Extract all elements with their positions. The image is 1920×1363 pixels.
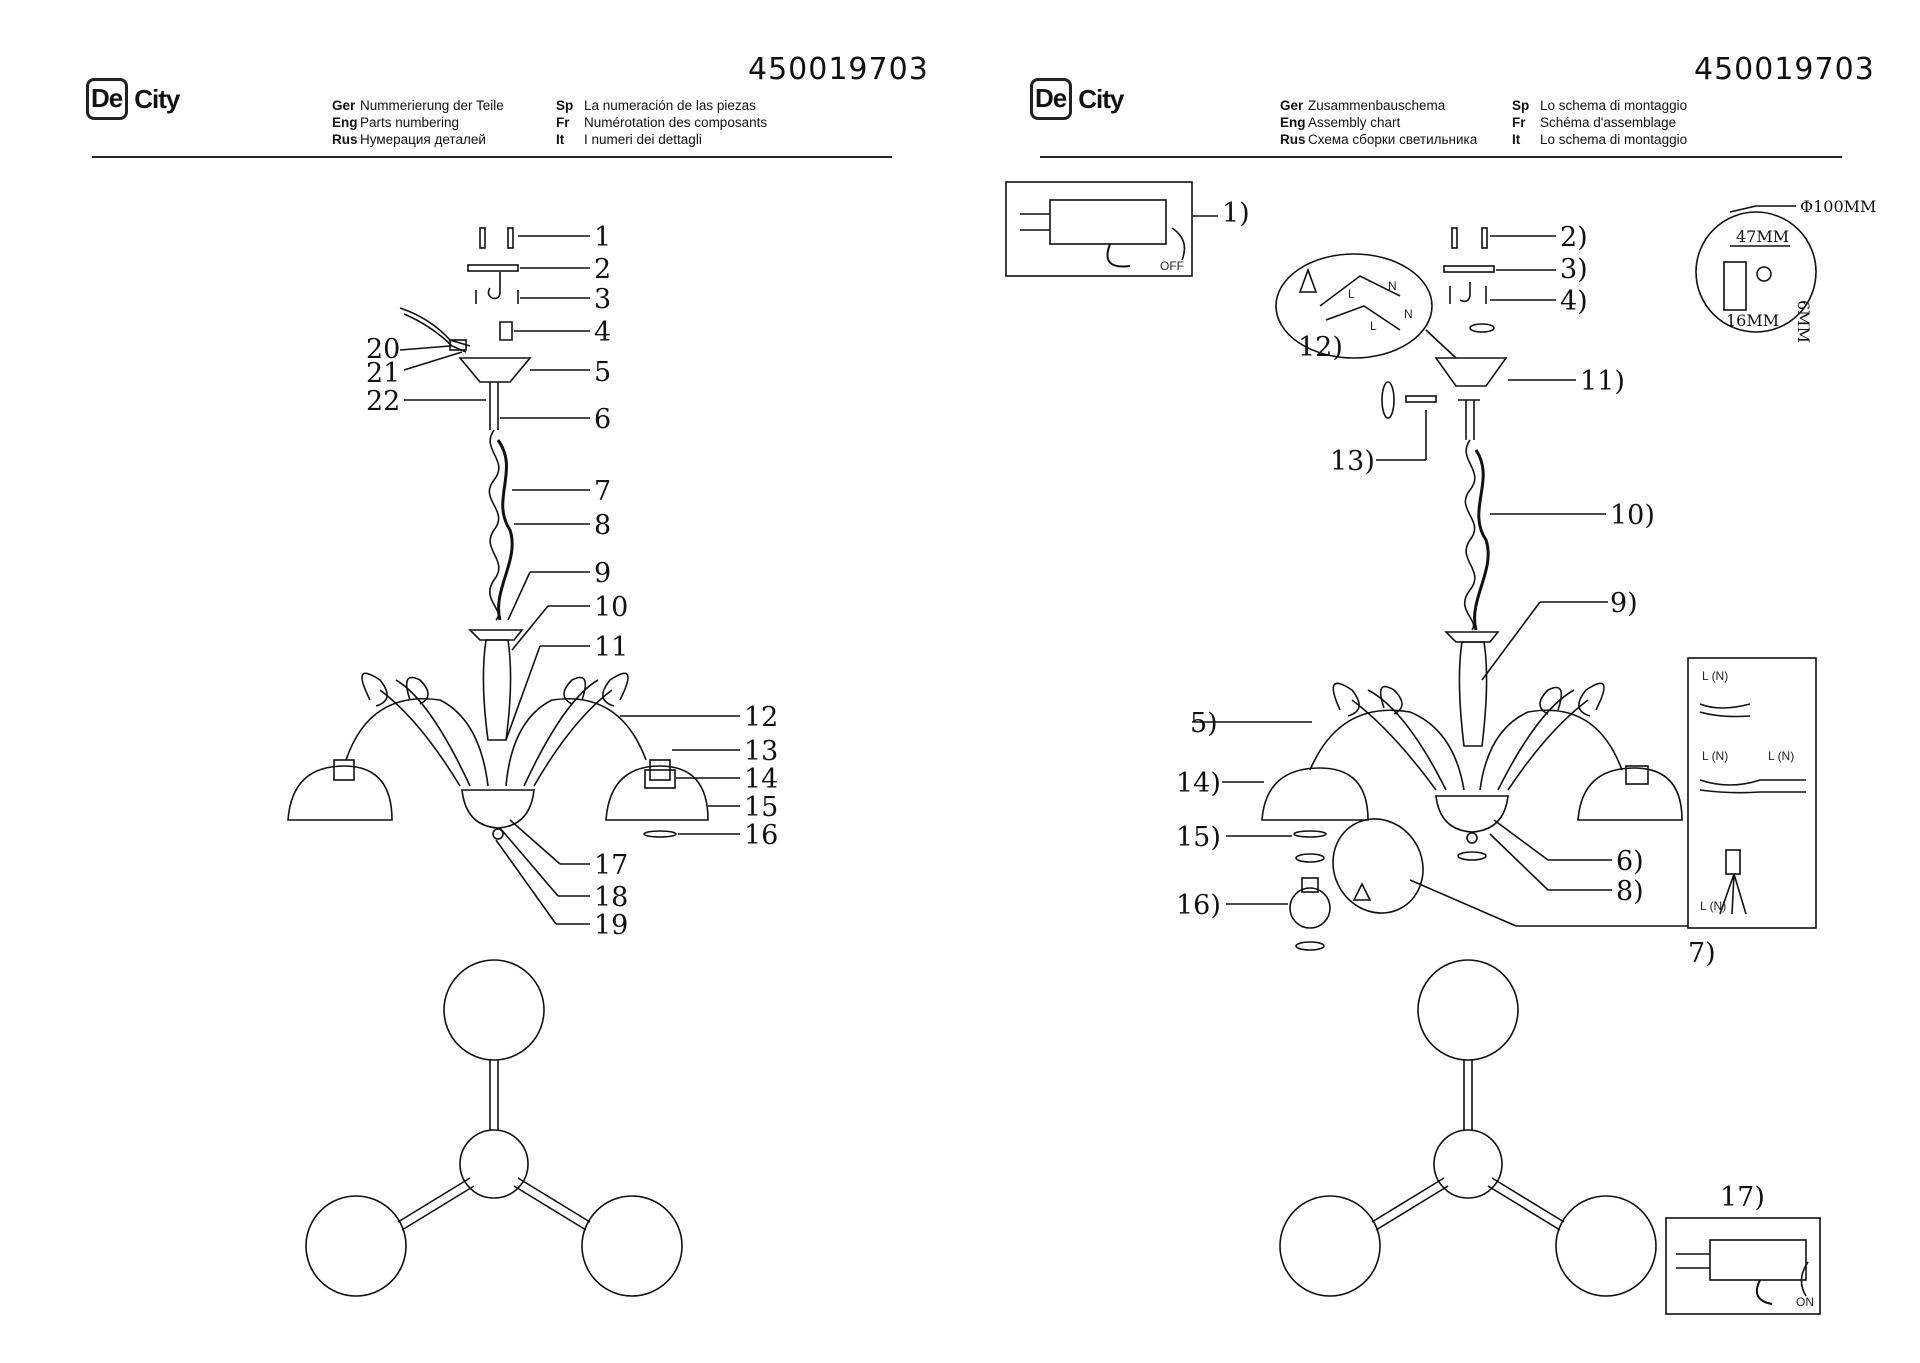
rotate-arrow-icon xyxy=(1171,227,1186,261)
part-label: 21 xyxy=(366,358,400,389)
step-label: 2) xyxy=(1560,222,1588,253)
step-label: 6) xyxy=(1616,846,1644,877)
mounting-plate xyxy=(467,264,519,272)
wiring-letter: L xyxy=(1348,287,1355,301)
step-label: 15) xyxy=(1176,822,1221,853)
part-label: 20 xyxy=(366,334,400,365)
assembly-diagram: 1) 2) 3) 4) 5) 6) 7) 8) 9) 10) 11) 12) 1… xyxy=(1005,181,1876,1315)
wire-connection-inset xyxy=(1687,657,1817,929)
step-label: 4) xyxy=(1560,286,1588,317)
part-label: 19 xyxy=(594,910,628,941)
bottom-dimension: 16MM xyxy=(1726,311,1779,330)
part-label: 3 xyxy=(594,284,611,315)
top-view-circle-top xyxy=(443,959,545,1061)
hook-part xyxy=(487,272,501,300)
wiring-letter: N xyxy=(1404,307,1413,321)
step-label: 10) xyxy=(1610,500,1655,531)
part-label: 4 xyxy=(594,317,611,348)
part-label: 7 xyxy=(594,476,611,507)
part-label: 9 xyxy=(594,558,611,589)
power-on-inset xyxy=(1665,1217,1821,1315)
left-glass-shade xyxy=(287,765,393,821)
center-bowl xyxy=(461,789,535,829)
switch-on-label: ON xyxy=(1796,1295,1814,1309)
part-label: 11 xyxy=(594,632,628,663)
part-label: 10 xyxy=(594,592,628,623)
wire-label: L (N) xyxy=(1700,899,1726,913)
side-dimension: 6MM xyxy=(1794,300,1813,343)
step-label: 11) xyxy=(1580,366,1625,397)
clip-part xyxy=(507,227,514,249)
wire-label: L (N) xyxy=(1702,749,1728,763)
width-dimension: 47MM xyxy=(1736,227,1789,246)
wiring-letter: L xyxy=(1370,319,1377,333)
step-label: 8) xyxy=(1616,876,1644,907)
part-label: 17 xyxy=(594,850,628,881)
right-glass-shade xyxy=(605,765,709,821)
step-label: 17) xyxy=(1720,1182,1765,1213)
step-label: 14) xyxy=(1176,768,1221,799)
left-arm xyxy=(345,698,489,787)
part-label: 15 xyxy=(744,792,778,823)
chain xyxy=(488,429,500,621)
part-label: 1 xyxy=(594,222,611,253)
step-label: 7) xyxy=(1688,938,1716,969)
part-label: 5 xyxy=(594,357,611,388)
step-label: 1) xyxy=(1222,198,1250,229)
warning-triangle-icon xyxy=(1298,267,1318,293)
light-bulb-icon xyxy=(1289,887,1331,929)
part-label: 13 xyxy=(744,736,778,767)
power-off-inset xyxy=(1005,181,1193,277)
switch-off-label: OFF xyxy=(1160,259,1184,273)
part-label: 12 xyxy=(744,702,778,733)
part-label: 2 xyxy=(594,254,611,285)
part-label: 22 xyxy=(366,386,400,417)
document-number: 450019703 xyxy=(748,52,929,87)
step-label: 13) xyxy=(1330,446,1375,477)
document-number: 450019703 xyxy=(1694,52,1875,87)
ground-detail-oval xyxy=(1332,818,1424,914)
step-label: 5) xyxy=(1190,708,1218,739)
header-rule xyxy=(92,156,892,158)
part-label: 8 xyxy=(594,510,611,541)
ceiling-canopy xyxy=(458,357,532,383)
wiring-letter: N xyxy=(1388,279,1397,293)
wire-label: L (N) xyxy=(1768,749,1794,763)
right-arm xyxy=(505,698,647,787)
part-label: 6 xyxy=(594,404,611,435)
step-label: 9) xyxy=(1610,588,1638,619)
part-label: 14 xyxy=(744,764,778,795)
part-label: 16 xyxy=(744,820,778,851)
header-rule xyxy=(1040,156,1842,158)
parts-diagram: 1 2 3 4 5 6 7 8 9 10 11 12 13 14 15 16 1… xyxy=(287,222,778,1297)
wiring-detail-oval xyxy=(1275,253,1433,359)
step-label: 12) xyxy=(1298,332,1343,363)
central-stem xyxy=(482,639,512,741)
canopy-dimension-circle xyxy=(1695,211,1817,333)
step-label: 3) xyxy=(1560,254,1588,285)
part-label: 18 xyxy=(594,882,628,913)
step-label: 16) xyxy=(1176,890,1221,921)
clip-part xyxy=(479,227,486,249)
wire-label: L (N) xyxy=(1702,669,1728,683)
diameter-dimension: Φ100MM xyxy=(1800,197,1876,216)
